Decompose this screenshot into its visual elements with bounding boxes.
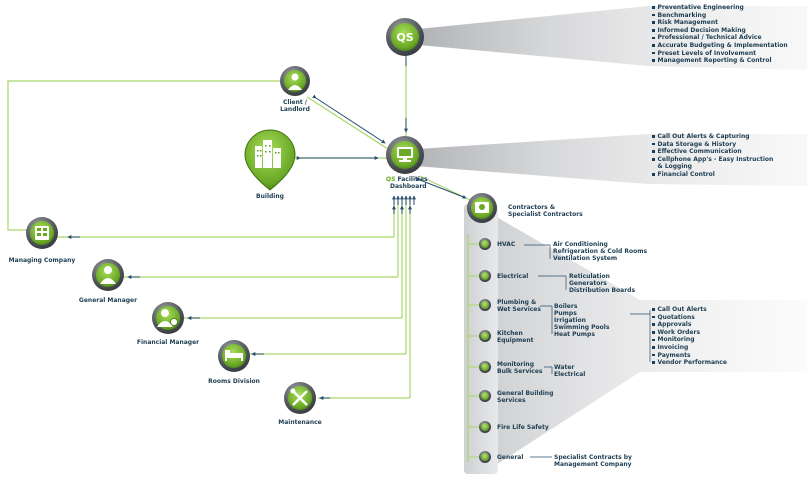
financial-manager-icon[interactable] [152,302,184,334]
general-manager-label: General Manager [78,297,138,304]
list-item: Informed Decision Making [652,27,788,35]
list-item: & Logging [657,163,692,171]
list-item: Cellphone App's - Easy Instruction [652,156,773,164]
list-item: Boilers [554,303,578,310]
service-fire-life-safety: Fire Life Safety [497,424,549,431]
qs-benefits-fan [408,6,807,70]
list-item: Call Out Alerts & Capturing [652,133,773,141]
list-item: Data Storage & History [652,141,773,149]
rooms-bed-icon[interactable] [218,340,250,372]
hub-features-list: Call Out Alerts & Capturing Data Storage… [652,133,773,179]
client-person-icon[interactable] [280,66,310,96]
manager-person-icon[interactable] [92,259,124,291]
list-item: Work Orders [652,329,727,337]
list-item: Invoicing [652,344,727,352]
hub-label: QS Facilities Dashboard [386,176,428,190]
maintenance-label: Maintenance [278,419,322,426]
list-item: Electrical [554,371,586,378]
service-general: General [497,454,524,461]
contractor-monitor-icon[interactable] [467,193,497,223]
list-item: Effective Communication [652,148,773,156]
list-item: Refrigeration & Cold Rooms [553,248,648,255]
list-item: Financial Control [652,171,773,179]
qs-benefits-list: Preventative Engineering Benchmarking Ri… [652,4,788,65]
list-item: Generators [569,280,607,287]
service-connectors [468,243,480,458]
list-item: Quotations [652,314,727,322]
hvac-items: Air Conditioning Refrigeration & Cold Ro… [553,241,647,262]
dashboard-monitor-icon[interactable] [386,136,424,174]
financial-manager-label: Financial Manager [136,339,200,346]
building-label: Building [256,193,284,200]
list-item: Approvals [652,321,727,329]
maintenance-tools-icon[interactable] [284,382,316,414]
hub-label-line2: Dashboard [390,183,427,190]
managing-company-label: Managing Company [8,257,76,264]
list-item: Water [554,364,575,371]
list-item: Air Conditioning [553,241,608,248]
list-item: Distribution Boards [569,287,636,294]
list-item: Call Out Alerts [652,306,727,314]
workflow-fan [488,212,807,470]
list-item: Heat Pumps [554,331,595,338]
service-bullet-icon [479,238,491,463]
list-item: Ventilation System [553,255,618,262]
list-item: Vendor Performance [652,359,727,367]
hub-brand: QS [386,176,396,183]
building-icon[interactable] [244,129,296,191]
contractors-title: Contractors & Specialist Contractors [508,204,583,218]
service-hvac: HVAC [497,241,516,248]
monitoring-items: Water Electrical [554,364,585,378]
list-item: Reticulation [569,273,610,280]
list-item: Swimming Pools [554,324,610,331]
electrical-items: Reticulation Generators Distribution Boa… [569,273,635,294]
green-connectors [7,60,471,462]
list-item: Accurate Budgeting & Implementation [652,42,788,50]
list-item: Management Company [554,461,632,468]
list-item: Pumps [554,310,577,317]
flow-arrows [67,51,467,400]
list-item: Preset Levels of Involvement [652,50,788,58]
rooms-division-label: Rooms Division [208,378,260,385]
list-item: Specialist Contracts by [554,454,632,461]
service-plumbing: Plumbing &Wet Services [497,299,541,313]
list-item: Risk Management [652,19,788,27]
service-electrical: Electrical [497,273,529,280]
list-item: Monitoring [652,336,727,344]
svg-text:QS: QS [396,31,413,44]
hub-label-line1: Facilities [397,176,428,183]
list-item: Management Reporting & Control [652,57,788,65]
workflow-list: Call Out Alerts Quotations Approvals Wor… [652,306,727,367]
list-item: Professional / Technical Advice [652,34,788,42]
qs-logo-icon[interactable]: QS [386,18,424,56]
list-item: Irrigation [554,317,586,324]
sub-item-brackets [524,244,651,458]
hub-features-fan [402,134,807,186]
list-item: Benchmarking [652,12,788,20]
plumbing-items: Boilers Pumps Irrigation Swimming Pools … [554,303,609,338]
list-item: Payments [652,352,727,360]
client-label: Client / Landlord [280,99,310,113]
list-item: Preventative Engineering [652,4,788,12]
general-items: Specialist Contracts by Management Compa… [554,454,632,468]
org-chart-icon[interactable] [26,217,58,249]
